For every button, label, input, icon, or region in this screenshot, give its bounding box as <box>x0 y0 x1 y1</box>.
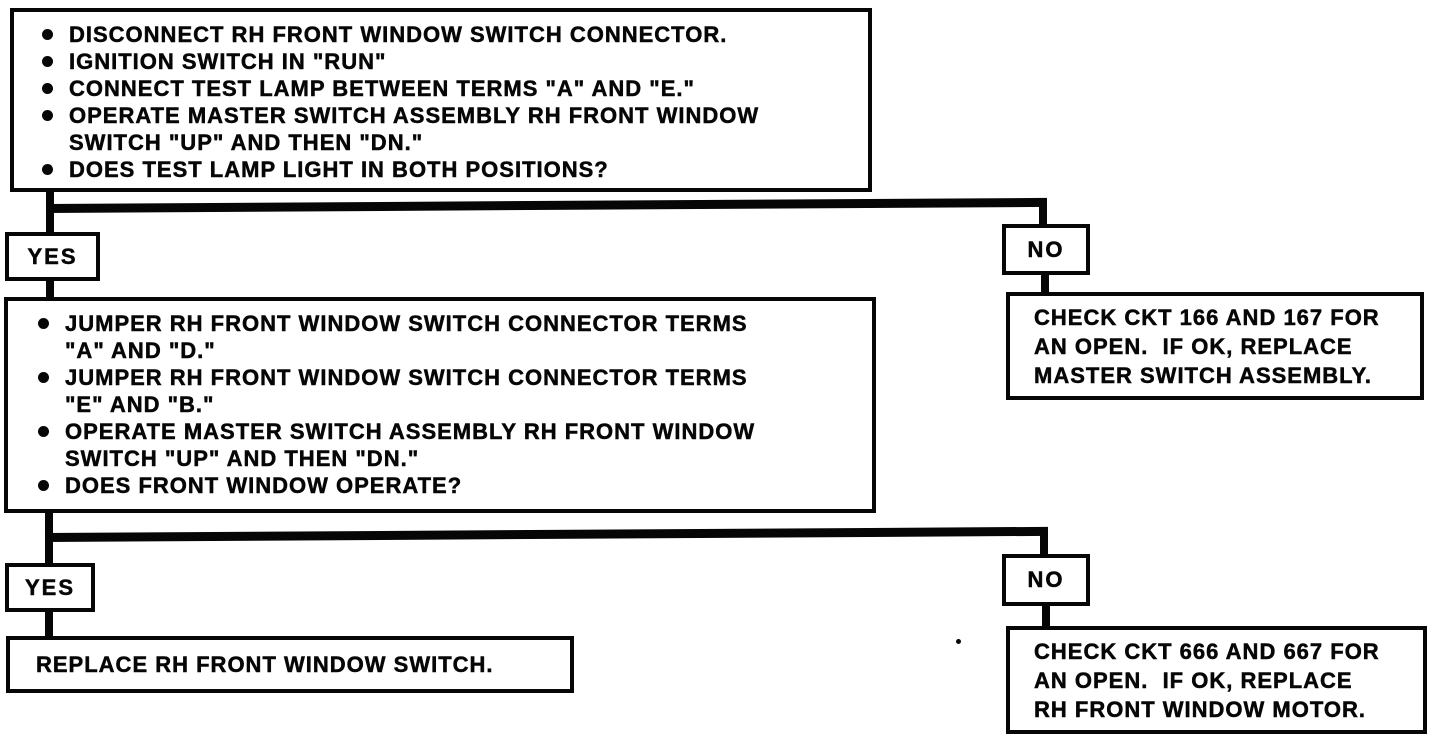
bullet-text: DISCONNECT RH FRONT WINDOW SWITCH CONNEC… <box>69 22 728 48</box>
bullet-icon <box>42 83 53 94</box>
action-text: CHECK CKT 166 AND 167 FOR AN OPEN. IF OK… <box>1034 304 1380 388</box>
bullet-item: DOES TEST LAMP LIGHT IN BOTH POSITIONS? <box>42 156 854 183</box>
bullet-item: JUMPER RH FRONT WINDOW SWITCH CONNECTOR … <box>38 364 858 418</box>
scan-artifact-dot <box>956 639 961 644</box>
action-text: CHECK CKT 666 AND 667 FOR AN OPEN. IF OK… <box>1034 638 1380 722</box>
bullet-icon <box>42 110 53 121</box>
bullet-item: OPERATE MASTER SWITCH ASSEMBLY RH FRONT … <box>42 102 854 156</box>
yes-label: YES <box>27 243 78 269</box>
yes-badge-1: YES <box>5 232 100 281</box>
bullet-item: JUMPER RH FRONT WINDOW SWITCH CONNECTOR … <box>38 310 858 364</box>
no-label: NO <box>1027 567 1065 593</box>
connector-yes1-down <box>46 280 54 298</box>
bullet-icon <box>42 29 53 40</box>
yes-label: YES <box>24 574 76 600</box>
action-text: REPLACE RH FRONT WINDOW SWITCH. <box>36 652 494 678</box>
bullet-text: JUMPER RH FRONT WINDOW SWITCH CONNECTOR … <box>65 311 748 364</box>
no-label: NO <box>1027 236 1065 262</box>
bullet-icon <box>42 56 53 67</box>
bullet-icon <box>38 372 49 383</box>
bullet-text: OPERATE MASTER SWITCH ASSEMBLY RH FRONT … <box>65 419 756 472</box>
action-box-replace-switch: REPLACE RH FRONT WINDOW SWITCH. <box>6 636 574 693</box>
action-box-check-ckt-666-667: CHECK CKT 666 AND 667 FOR AN OPEN. IF OK… <box>1006 626 1427 734</box>
action-box-check-ckt-166-167: CHECK CKT 166 AND 167 FOR AN OPEN. IF OK… <box>1006 292 1424 400</box>
bullet-text: DOES FRONT WINDOW OPERATE? <box>65 473 463 499</box>
connector-yes2-down <box>45 611 53 637</box>
bullet-item: OPERATE MASTER SWITCH ASSEMBLY RH FRONT … <box>38 418 858 472</box>
connector-no2-down <box>1042 605 1050 627</box>
bullet-icon <box>38 318 49 329</box>
connector-branch2-no-drop <box>1040 530 1048 555</box>
connector-branch2-horizontal <box>44 526 1049 542</box>
yes-badge-2: YES <box>5 563 95 612</box>
bullet-text: OPERATE MASTER SWITCH ASSEMBLY RH FRONT … <box>69 103 760 156</box>
no-badge-1: NO <box>1002 224 1090 275</box>
bullet-text: JUMPER RH FRONT WINDOW SWITCH CONNECTOR … <box>65 365 748 418</box>
bullet-text: IGNITION SWITCH IN "RUN" <box>69 49 387 75</box>
connector-branch1-horizontal <box>45 197 1048 213</box>
bullet-item: CONNECT TEST LAMP BETWEEN TERMS "A" AND … <box>42 75 854 102</box>
bullet-icon <box>38 426 49 437</box>
step1-procedure-box: DISCONNECT RH FRONT WINDOW SWITCH CONNEC… <box>10 8 872 192</box>
step2-procedure-box: JUMPER RH FRONT WINDOW SWITCH CONNECTOR … <box>4 297 876 513</box>
bullet-icon <box>38 480 49 491</box>
no-badge-2: NO <box>1002 554 1090 606</box>
bullet-text: CONNECT TEST LAMP BETWEEN TERMS "A" AND … <box>69 76 695 102</box>
connector-branch1-no-drop <box>1039 201 1047 225</box>
bullet-icon <box>42 164 53 175</box>
bullet-item: DISCONNECT RH FRONT WINDOW SWITCH CONNEC… <box>42 21 854 48</box>
bullet-text: DOES TEST LAMP LIGHT IN BOTH POSITIONS? <box>69 157 609 183</box>
connector-no1-down <box>1041 274 1049 293</box>
bullet-item: IGNITION SWITCH IN "RUN" <box>42 48 854 75</box>
bullet-item: DOES FRONT WINDOW OPERATE? <box>38 472 858 499</box>
